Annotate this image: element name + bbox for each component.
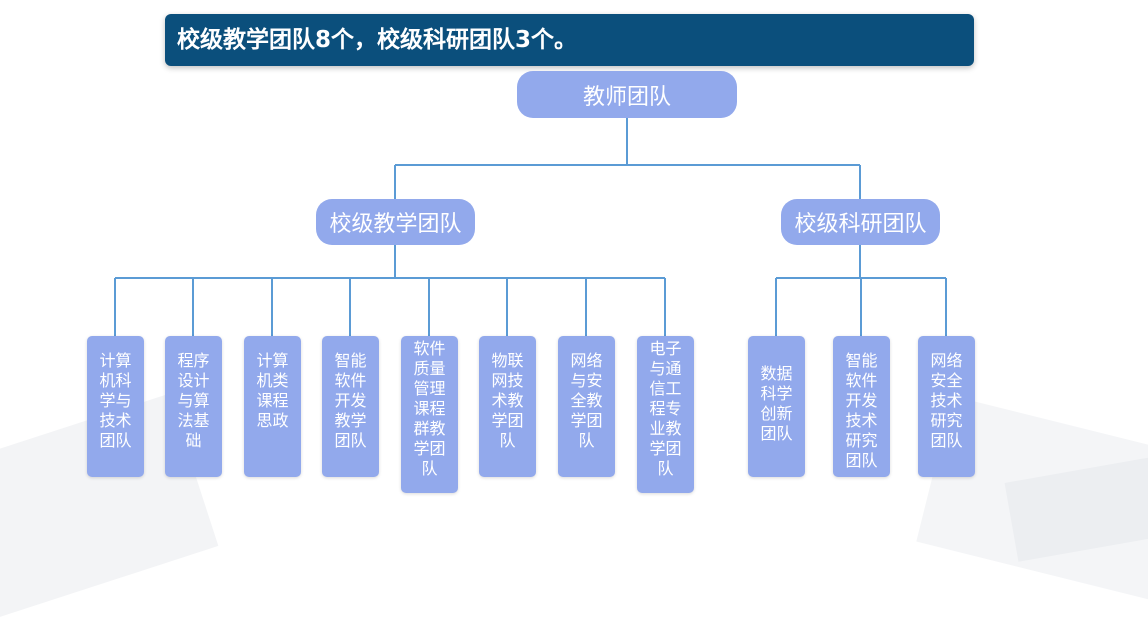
branch-node-research: 校级科研团队: [781, 199, 940, 245]
team-label: 智能软件开发技术研究团队: [845, 351, 878, 470]
team-label: 数据科学创新团队: [760, 364, 793, 443]
team-label: 计算机科学与技术团队: [99, 351, 132, 450]
team-node: 软件质量管理课程群教学团队: [401, 336, 458, 493]
team-label: 软件质量管理课程群教学团队: [413, 339, 446, 478]
team-node: 网络与安全教学团队: [558, 336, 615, 477]
team-node: 智能软件开发技术研究团队: [833, 336, 890, 477]
team-label: 计算机类课程思政: [256, 351, 289, 430]
team-node: 物联网技术教学团队: [479, 336, 536, 477]
root-node: 教师团队: [517, 71, 737, 118]
team-node: 网络安全技术研究团队: [918, 336, 975, 477]
summary-banner: 校级教学团队8个，校级科研团队3个。: [165, 14, 974, 66]
team-node: 计算机科学与技术团队: [87, 336, 144, 477]
team-node: 计算机类课程思政: [244, 336, 301, 477]
team-label: 电子与通信工程专业教学团队: [649, 339, 682, 478]
team-node: 电子与通信工程专业教学团队: [637, 336, 694, 493]
team-label: 网络与安全教学团队: [570, 351, 603, 450]
team-label: 智能软件开发教学团队: [334, 351, 367, 450]
connector-lines: [114, 118, 947, 336]
team-label: 网络安全技术研究团队: [930, 351, 963, 450]
team-node: 程序设计与算法基础: [165, 336, 222, 477]
team-node: 数据科学创新团队: [748, 336, 805, 477]
team-label: 物联网技术教学团队: [491, 351, 524, 450]
team-node: 智能软件开发教学团队: [322, 336, 379, 477]
team-label: 程序设计与算法基础: [177, 351, 210, 450]
branch-node-teaching: 校级教学团队: [316, 199, 475, 245]
